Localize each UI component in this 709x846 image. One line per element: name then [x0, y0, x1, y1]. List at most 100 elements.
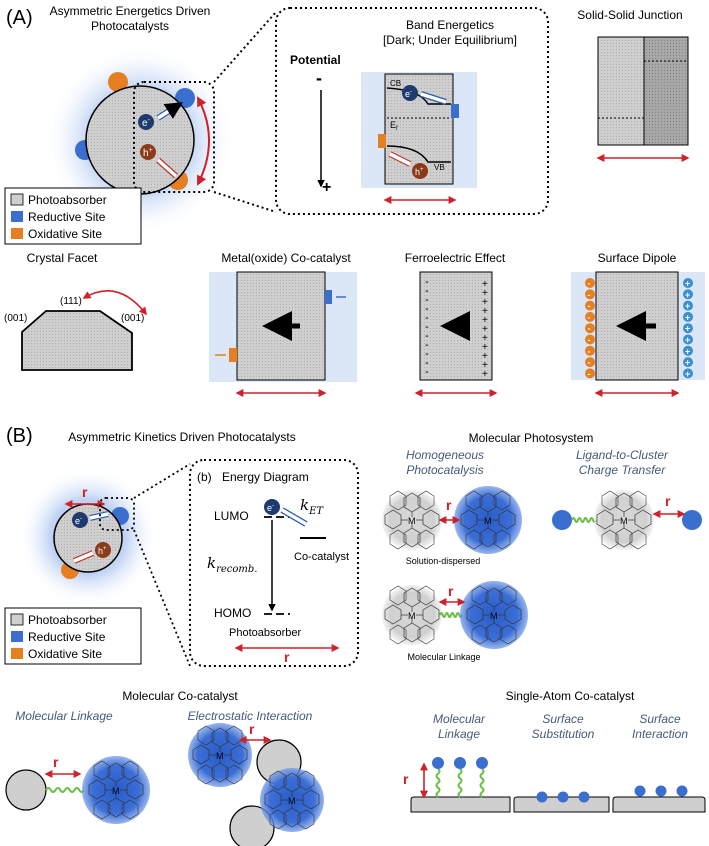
- energy-photoabsorber-label: Photoabsorber: [229, 627, 301, 639]
- svg-text:M: M: [620, 516, 628, 526]
- lct-r: r: [665, 493, 671, 509]
- legend-swatch-photoabsorber: [10, 193, 24, 206]
- electron-label: e-: [142, 117, 151, 129]
- svg-text:+: +: [482, 333, 488, 344]
- asymmetry-arrow: [197, 96, 210, 186]
- svg-text:M: M: [408, 516, 416, 526]
- cb-label: CB: [390, 79, 401, 88]
- svg-text:-: -: [588, 279, 591, 289]
- mc-electrostatic-label: Electrostatic Interaction: [188, 709, 313, 723]
- legend-b-reductive: Reductive Site: [28, 630, 106, 644]
- oxidative-site-top: [108, 72, 128, 92]
- svg-text:M: M: [408, 611, 416, 621]
- band-electron: [402, 85, 418, 101]
- homo-label: HOMO: [214, 606, 251, 620]
- metal-oxide-title: Metal(oxide) Co-catalyst: [221, 251, 351, 265]
- homogeneous-label-1: Homogeneous: [406, 448, 484, 462]
- svg-text:+: +: [482, 315, 488, 326]
- legend-a: Photoabsorber Reductive Site Oxidative S…: [4, 187, 142, 245]
- svg-text:-: -: [588, 346, 591, 356]
- potential-plus: +: [322, 179, 331, 196]
- junction-material-b: [643, 36, 689, 146]
- sa-substitution-2: Substitution: [532, 727, 595, 741]
- panel-a-title-line1: Asymmetric Energetics Driven: [50, 4, 211, 18]
- zoom-frame: [133, 81, 215, 193]
- legend-swatch-oxidative: [11, 228, 23, 239]
- valence-band: [386, 145, 451, 163]
- kinetics-zoom-frame: [99, 497, 135, 531]
- lct-label-1: Ligand-to-Cluster: [576, 448, 669, 462]
- solid-solid-title: Solid-Solid Junction: [577, 8, 682, 22]
- svg-text:+: +: [685, 279, 690, 289]
- hole-label: h+: [143, 147, 153, 159]
- ferroelectric-charges: -+-+-+-+-+-+-+-+-+-+-+: [425, 276, 488, 380]
- svg-text:M: M: [490, 611, 498, 621]
- svg-text:h+: h+: [415, 167, 424, 177]
- molecular-linkage-label: Molecular Linkage: [407, 652, 480, 662]
- svg-text:+: +: [482, 351, 488, 362]
- svg-text:+: +: [482, 324, 488, 335]
- svg-text:+: +: [482, 306, 488, 317]
- vb-label: VB: [434, 163, 445, 172]
- svg-text:-: -: [425, 366, 429, 378]
- band-oxidative-site: [378, 134, 386, 148]
- legend-b-oxidative: Oxidative Site: [28, 647, 102, 661]
- svg-text:-: -: [588, 335, 591, 345]
- sa-substitution-1: Surface: [542, 712, 584, 726]
- svg-text:-: -: [425, 339, 429, 351]
- svg-text:-: -: [588, 369, 591, 379]
- svg-text:+: +: [482, 288, 488, 299]
- svg-text:-: -: [425, 312, 429, 324]
- svg-text:M: M: [112, 786, 120, 796]
- mc-linkage-system: M r: [5, 754, 150, 824]
- svg-text:M: M: [484, 516, 492, 526]
- potential-minus: -: [316, 68, 322, 88]
- energy-sub-label: (b): [197, 470, 212, 484]
- ef-label: Ef: [390, 120, 398, 132]
- svg-text:+: +: [685, 335, 690, 345]
- svg-text:-: -: [425, 285, 429, 297]
- svg-text:-: -: [588, 301, 591, 311]
- mc-electrostatic-r: r: [249, 721, 255, 737]
- k-recomb-label: krecomb.: [207, 554, 257, 575]
- svg-text:+: +: [685, 324, 690, 334]
- svg-text:+: +: [482, 369, 488, 380]
- crystal-shape: [21, 310, 133, 371]
- svg-text:M: M: [216, 751, 224, 761]
- sa-interaction-system: [612, 785, 706, 813]
- svg-text:+: +: [482, 279, 488, 290]
- svg-text:M: M: [288, 796, 296, 806]
- legend-swatch-reductive: [11, 211, 23, 222]
- svg-text:-: -: [425, 321, 429, 333]
- electron-carrier: [138, 114, 154, 130]
- band-reductive-site: [451, 104, 459, 118]
- svg-text:-: -: [425, 303, 429, 315]
- kinetics-particle: [53, 503, 123, 573]
- kinetics-electron: e-: [75, 516, 82, 526]
- mc-linkage-label: Molecular Linkage: [15, 709, 113, 723]
- facet-001-right: (001): [121, 313, 144, 324]
- band-subtitle: [Dark; Under Equilibrium]: [383, 33, 517, 47]
- panel-b-title: Asymmetric Kinetics Driven Photocatalyst…: [68, 430, 295, 444]
- svg-text:-: -: [425, 330, 429, 342]
- surface-dipole-title: Surface Dipole: [598, 251, 677, 265]
- svg-text:-: -: [425, 357, 429, 369]
- svg-text:+: +: [482, 342, 488, 353]
- mc-electrostatic-system: M M r: [188, 721, 324, 846]
- sa-linkage-1: Molecular: [433, 712, 486, 726]
- energy-r-label: r: [284, 649, 290, 665]
- hole-carrier: [140, 144, 156, 160]
- svg-text:+: +: [685, 301, 690, 311]
- legend-b-photoabsorber: Photoabsorber: [28, 613, 107, 627]
- panel-a-label: (A): [6, 7, 33, 29]
- k-et-label: kET: [300, 496, 324, 517]
- kinetics-hole: h+: [98, 546, 107, 556]
- panel-a-title-line2: Photocatalysts: [91, 19, 169, 33]
- svg-text:+: +: [482, 360, 488, 371]
- band-hole: [412, 163, 428, 179]
- panel-b-label: (B): [6, 425, 33, 447]
- energy-title: Energy Diagram: [222, 470, 309, 484]
- molecular-cocatalyst-title: Molecular Co-catalyst: [122, 689, 238, 703]
